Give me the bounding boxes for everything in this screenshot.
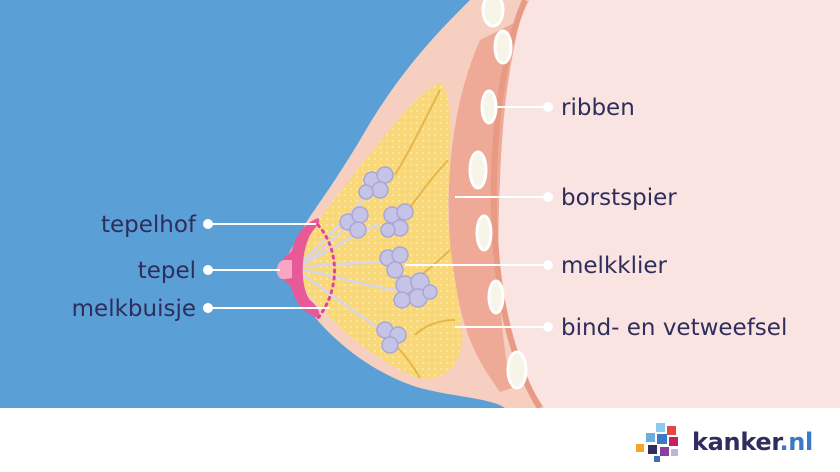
label-borstspier: borstspier [561, 185, 677, 211]
rib [468, 150, 488, 190]
lobule [379, 246, 409, 279]
rib [475, 214, 493, 252]
label-tepel: tepel [138, 258, 196, 284]
logo-mosaic-icon [636, 423, 678, 462]
rib [506, 350, 528, 390]
lobule [380, 203, 414, 238]
dot-melkklier [543, 260, 553, 270]
logo-tld: .nl [779, 428, 813, 456]
lobule [393, 272, 438, 309]
label-melkbuisje: melkbuisje [72, 296, 196, 322]
chest-cavity [490, 0, 840, 408]
rib [480, 89, 498, 125]
areola-shape [280, 218, 320, 318]
leader-lines [203, 102, 553, 332]
strand [394, 89, 441, 176]
ribs [468, 0, 528, 390]
strand [414, 319, 456, 336]
lobules [339, 166, 438, 354]
logo-name: kanker [692, 428, 780, 456]
logo-wordmark: kanker.nl [692, 428, 813, 456]
dot-bindweefsel [543, 322, 553, 332]
kanker-nl-logo[interactable]: kanker.nl [634, 420, 813, 464]
anatomy-diagram: ribben borstspier melkklier bind- en vet… [0, 0, 840, 408]
dot-tepelhof [203, 219, 213, 229]
dot-tepel [203, 265, 213, 275]
areola-boundary [316, 223, 336, 320]
dot-borstspier [543, 192, 553, 202]
lobule [339, 206, 369, 239]
label-bind-en-vetweefsel: bind- en vetweefsel [561, 315, 787, 341]
pectoral-muscle-shape [448, 20, 520, 392]
lobule [376, 321, 407, 354]
dot-ribben [543, 102, 553, 112]
nipple-shape [276, 260, 292, 280]
dot-melkbuisje [203, 303, 213, 313]
rib [493, 29, 513, 65]
label-tepelhof: tepelhof [101, 212, 197, 238]
rib [487, 279, 505, 315]
label-melkklier: melkklier [561, 253, 668, 279]
label-ribben: ribben [561, 95, 635, 121]
lobule [358, 166, 394, 200]
rib [481, 0, 505, 28]
